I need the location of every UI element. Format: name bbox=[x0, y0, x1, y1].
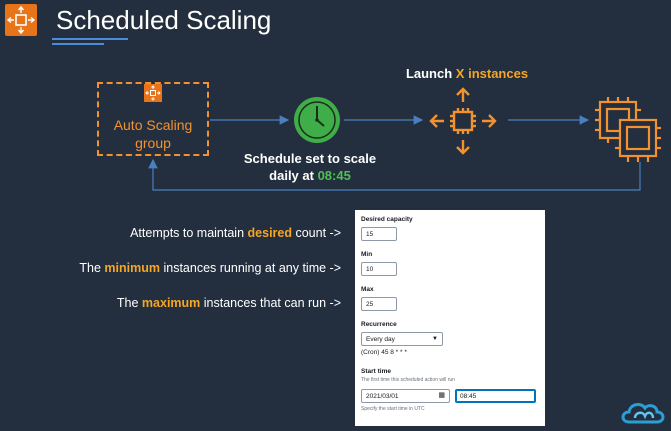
cron-expression: (Cron) 45 8 * * * bbox=[361, 349, 407, 356]
statement-maximum: The maximum instances that can run -> bbox=[117, 296, 341, 310]
scale-out-chip-icon bbox=[428, 86, 498, 161]
cloud-logo-icon bbox=[619, 398, 669, 431]
statement-minimum-suffix: instances running at any time -> bbox=[163, 261, 341, 275]
title-underline-short bbox=[52, 43, 104, 45]
ec2-instances-icon bbox=[594, 96, 666, 173]
statement-minimum-prefix: The bbox=[79, 261, 101, 275]
auto-scaling-icon bbox=[5, 4, 37, 36]
statement-desired: Attempts to maintain desired count -> bbox=[130, 226, 341, 240]
statement-maximum-suffix: instances that can run -> bbox=[203, 296, 341, 310]
statement-minimum-highlight: minimum bbox=[104, 261, 160, 275]
statement-minimum: The minimum instances running at any tim… bbox=[79, 261, 341, 275]
launch-highlight: X instances bbox=[455, 66, 529, 81]
start-time-input[interactable]: 08:45 bbox=[455, 389, 536, 403]
min-label: Min bbox=[361, 251, 373, 258]
start-date-input[interactable]: 2021/03/01 ▦ bbox=[361, 389, 450, 403]
start-time-label: Start time bbox=[361, 368, 391, 375]
asg-label-line1: Auto Scaling bbox=[113, 117, 193, 133]
desired-capacity-input[interactable]: 15 bbox=[361, 227, 397, 241]
schedule-time: 08:45 bbox=[317, 168, 351, 183]
asg-label-line2: group bbox=[135, 135, 171, 151]
asg-label: Auto Scaling group bbox=[97, 116, 209, 152]
chevron-down-icon: ▼ bbox=[432, 336, 438, 342]
recurrence-label: Recurrence bbox=[361, 321, 397, 328]
flow-arrows bbox=[148, 115, 641, 191]
schedule-line2-prefix: daily at bbox=[269, 168, 314, 183]
scheduled-action-form: Desired capacity 15 Min 10 Max 25 Recurr… bbox=[355, 210, 545, 426]
asg-icon bbox=[144, 84, 162, 102]
statement-desired-highlight: desired bbox=[247, 226, 292, 240]
min-input[interactable]: 10 bbox=[361, 262, 397, 276]
statement-desired-suffix: count -> bbox=[295, 226, 341, 240]
start-time-hint: The first time this scheduled action wil… bbox=[361, 377, 455, 383]
calendar-icon: ▦ bbox=[438, 392, 445, 399]
start-date-value: 2021/03/01 bbox=[366, 393, 399, 400]
max-input[interactable]: 25 bbox=[361, 297, 397, 311]
launch-label: Launch X instances bbox=[392, 66, 542, 81]
statement-maximum-prefix: The bbox=[116, 296, 139, 310]
recurrence-value: Every day bbox=[366, 336, 395, 343]
auto-scaling-group-box bbox=[97, 82, 209, 156]
start-time-footer: Specify the start time in UTC bbox=[361, 406, 425, 412]
recurrence-select[interactable]: Every day ▼ bbox=[361, 332, 443, 346]
statement-maximum-highlight: maximum bbox=[141, 296, 201, 310]
schedule-line1: Schedule set to scale bbox=[243, 151, 377, 166]
statement-desired-prefix: Attempts to maintain bbox=[130, 226, 245, 240]
page-title: Scheduled Scaling bbox=[56, 5, 272, 35]
clock-icon bbox=[293, 96, 341, 149]
desired-capacity-label: Desired capacity bbox=[361, 216, 413, 223]
max-label: Max bbox=[361, 286, 374, 293]
schedule-label: Schedule set to scale daily at 08:45 bbox=[230, 150, 390, 184]
launch-prefix: Launch bbox=[405, 66, 453, 81]
title-underline bbox=[52, 38, 128, 40]
